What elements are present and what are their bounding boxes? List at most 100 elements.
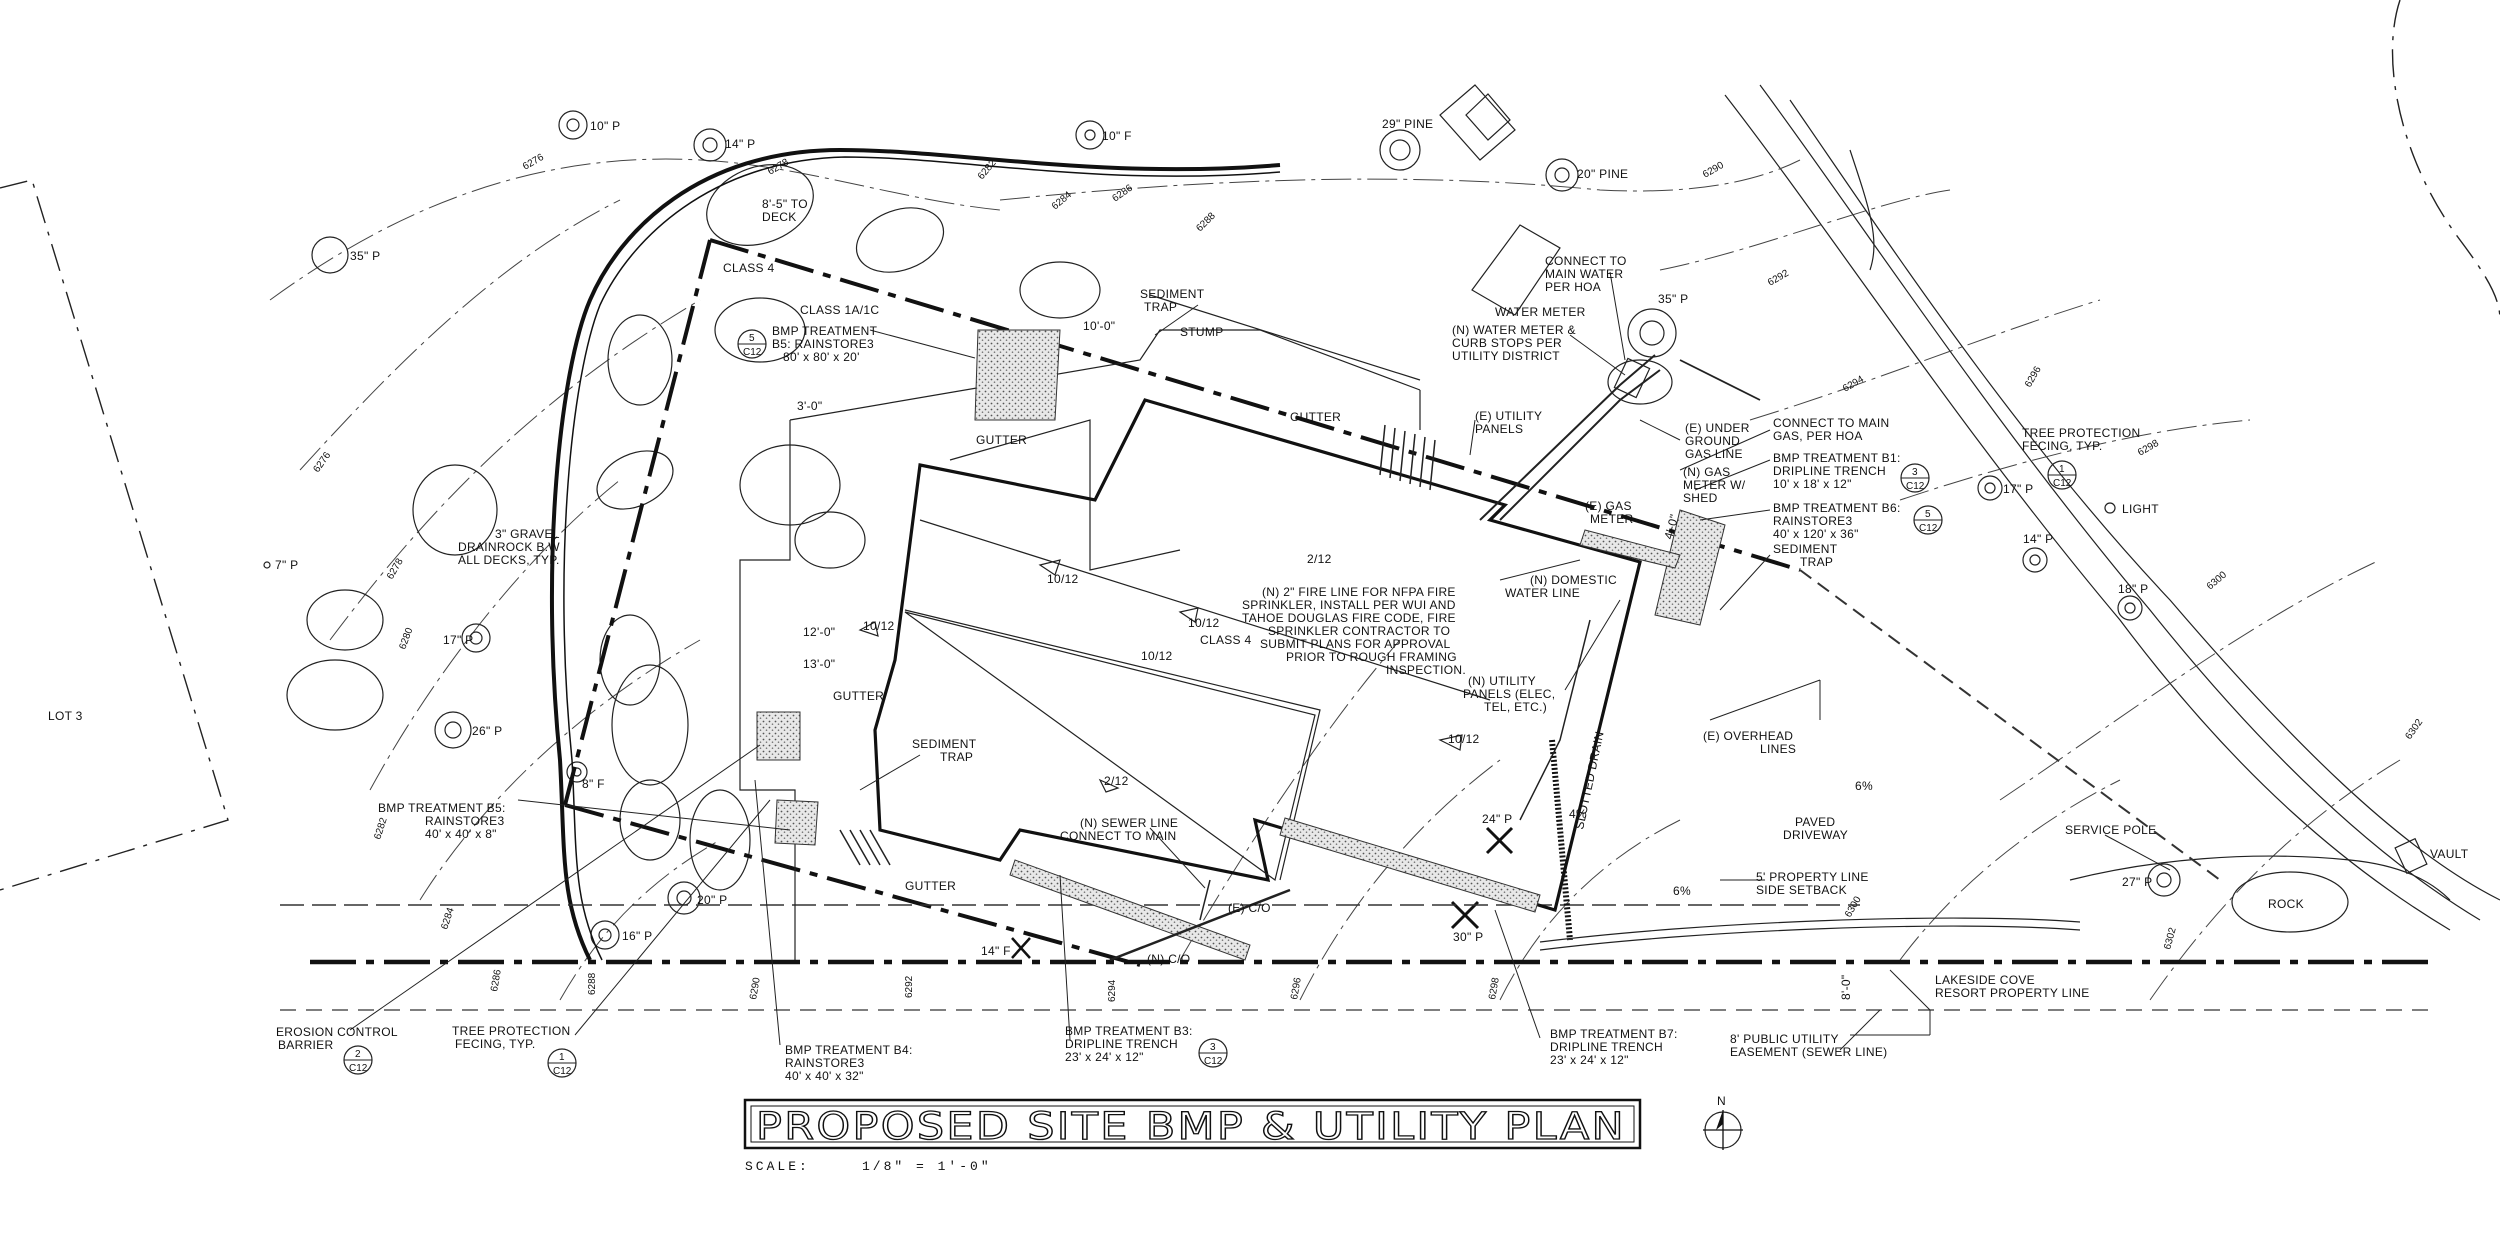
svg-text:35" P: 35" P [1658,292,1688,306]
svg-text:PANELS: PANELS [1475,422,1523,436]
svg-text:(N) UTILITY: (N) UTILITY [1468,674,1536,688]
lot-3-boundary: LOT 3 [0,179,229,891]
svg-text:27" P: 27" P [2122,875,2152,889]
svg-text:CLASS 4: CLASS 4 [1200,633,1251,647]
svg-text:GUTTER: GUTTER [905,879,956,893]
ref-bubble-1a: 1 C12 [2047,460,2077,490]
svg-text:8'-5" TO: 8'-5" TO [762,197,808,211]
building-footprint [873,398,1642,913]
tree-29-pine: 29" PINE [1379,117,1433,171]
north-east-property-line [2391,0,2500,321]
svg-text:10' x 18' x 12": 10' x 18' x 12" [1773,477,1852,491]
svg-text:(E) UNDER: (E) UNDER [1685,421,1750,435]
svg-text:14" P: 14" P [725,137,755,151]
svg-text:10" P: 10" P [590,119,620,133]
svg-text:6286: 6286 [489,968,504,992]
tree-18p: 18" P [2117,582,2148,621]
ref-bubble-3b: 3 C12 [1198,1038,1228,1068]
tree-canopies [286,164,1673,891]
svg-text:DRIPLINE TRENCH: DRIPLINE TRENCH [1065,1037,1178,1051]
tree-symbols: 10" P 14" P 10" F 35" P 29" PINE 20" PIN… [263,110,2181,959]
svg-text:SUBMIT PLANS FOR APPROVAL: SUBMIT PLANS FOR APPROVAL [1260,637,1450,651]
svg-text:SIDE SETBACK: SIDE SETBACK [1756,883,1847,897]
svg-text:BMP TREATMENT B7:: BMP TREATMENT B7: [1550,1027,1678,1041]
svg-text:RESORT PROPERTY LINE: RESORT PROPERTY LINE [1935,986,2090,1000]
svg-text:10" F: 10" F [1102,129,1132,143]
svg-text:PRIOR TO ROUGH FRAMING: PRIOR TO ROUGH FRAMING [1286,650,1457,664]
tree-17p: 17" P [1977,475,2033,501]
svg-text:6280: 6280 [397,626,415,651]
svg-text:6298: 6298 [2136,438,2161,459]
stairs [839,424,1436,866]
scale-label: SCALE: [745,1159,810,1174]
svg-text:LIGHT: LIGHT [2122,502,2159,516]
svg-text:EASEMENT (SEWER LINE): EASEMENT (SEWER LINE) [1730,1045,1887,1059]
svg-text:10/12: 10/12 [1448,732,1480,746]
svg-text:5: 5 [1925,509,1931,520]
svg-text:6292: 6292 [1766,268,1791,289]
svg-text:23' x 24' x 12": 23' x 24' x 12" [1550,1053,1629,1067]
svg-text:GROUND: GROUND [1685,434,1740,448]
svg-text:MAIN WATER: MAIN WATER [1545,267,1623,281]
svg-text:(E) OVERHEAD: (E) OVERHEAD [1703,729,1793,743]
svg-text:30" P: 30" P [1453,930,1483,944]
north-arrow: N [1703,1094,1743,1150]
svg-text:C12: C12 [2053,478,2072,489]
lot-3-label: LOT 3 [48,709,83,723]
svg-text:10/12: 10/12 [1047,572,1079,586]
svg-text:6296: 6296 [2023,364,2044,389]
svg-text:2: 2 [355,1049,361,1060]
svg-text:BMP TREATMENT B6:: BMP TREATMENT B6: [1773,501,1901,515]
svg-text:18" P: 18" P [2118,582,2148,596]
contour-lines [269,158,2401,1001]
svg-text:24" P: 24" P [1482,812,1512,826]
svg-text:GAS LINE: GAS LINE [1685,447,1743,461]
svg-text:LINES: LINES [1760,742,1796,756]
svg-text:6278: 6278 [385,556,406,581]
svg-text:10/12: 10/12 [1188,616,1220,630]
svg-text:SERVICE POLE: SERVICE POLE [2065,823,2156,837]
svg-text:17" P: 17" P [2003,482,2033,496]
bmp-b1-dripline [1579,529,1681,569]
utility-lines [1109,354,1761,962]
svg-text:STUMP: STUMP [1180,325,1224,339]
svg-text:GUTTER: GUTTER [833,689,884,703]
svg-text:23' x 24' x 12": 23' x 24' x 12" [1065,1050,1144,1064]
svg-text:6286: 6286 [1110,182,1135,204]
svg-text:(E) UTILITY: (E) UTILITY [1475,409,1542,423]
svg-text:(N) 2" FIRE LINE FOR NFPA FIRE: (N) 2" FIRE LINE FOR NFPA FIRE [1262,585,1456,599]
annotation-labels: 8'-5" TO DECK CLASS 4 CLASS 1A/1C BMP TR… [276,197,2156,1083]
svg-text:6288: 6288 [587,972,598,995]
bmp-b6-rainstore [1654,509,1726,626]
tree-14p-b: 14" P [2022,532,2053,573]
svg-text:BMP TREATMENT B4:: BMP TREATMENT B4: [785,1043,913,1057]
svg-text:16" P: 16" P [622,929,652,943]
bmp-b5-rainstore-low [774,799,819,846]
vault: VAULT [2394,837,2468,875]
svg-text:17" P: 17" P [443,633,473,647]
svg-text:CURB STOPS PER: CURB STOPS PER [1452,336,1562,350]
svg-text:6292: 6292 [904,975,915,998]
tree-20-pine: 20" PINE [1545,158,1628,192]
svg-text:CONNECT TO MAIN: CONNECT TO MAIN [1060,829,1177,843]
tree-24p: 24" P [1482,812,1514,855]
svg-text:DRIPLINE TRENCH: DRIPLINE TRENCH [1550,1040,1663,1054]
tree-10f: 10" F [1075,120,1132,150]
svg-text:TEL, ETC.): TEL, ETC.) [1484,700,1547,714]
svg-text:WATER LINE: WATER LINE [1505,586,1580,600]
svg-text:C12: C12 [349,1063,368,1074]
svg-text:35" P: 35" P [350,249,380,263]
svg-text:RAINSTORE3: RAINSTORE3 [425,814,504,828]
svg-text:(N) C/O: (N) C/O [1147,952,1190,966]
svg-text:C12: C12 [1906,481,1925,492]
svg-text:6302: 6302 [2162,926,2178,951]
svg-text:TRAP: TRAP [1144,300,1177,314]
svg-text:BMP TREATMENT B1:: BMP TREATMENT B1: [1773,451,1901,465]
svg-text:6294: 6294 [1107,979,1118,1002]
svg-text:6300: 6300 [2205,569,2229,592]
svg-text:ALL DECKS, TYP.: ALL DECKS, TYP. [458,553,560,567]
svg-text:C12: C12 [743,347,762,358]
svg-text:SEDIMENT: SEDIMENT [912,737,977,751]
svg-text:14" F: 14" F [981,944,1011,958]
